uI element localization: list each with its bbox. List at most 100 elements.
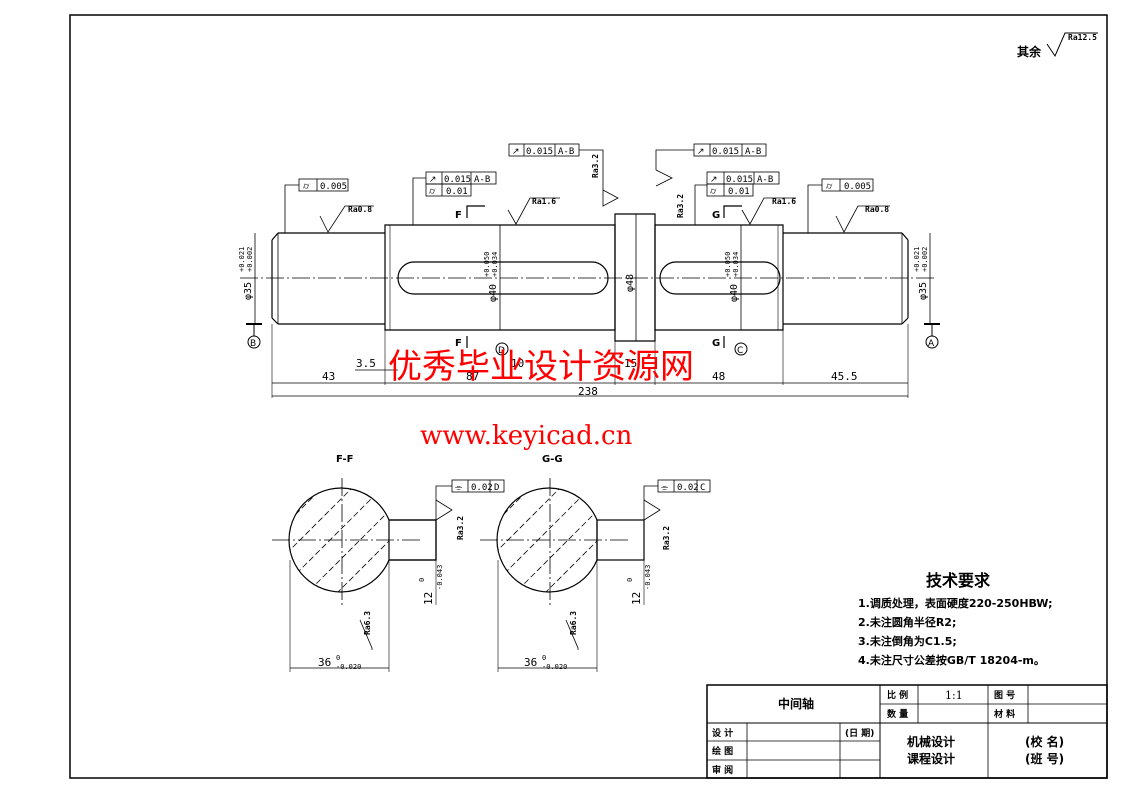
svg-text:↗: ↗ <box>512 147 520 157</box>
svg-text:Ra6.3: Ra6.3 <box>569 611 578 635</box>
svg-text:0.015: 0.015 <box>726 175 753 185</box>
svg-text:3.未注倒角为C1.5;: 3.未注倒角为C1.5; <box>858 634 957 648</box>
svg-text:审 阅: 审 阅 <box>712 764 733 776</box>
svg-text:1.调质处理，表面硬度220-250HBW;: 1.调质处理，表面硬度220-250HBW; <box>858 596 1053 610</box>
svg-text:Ra3.2: Ra3.2 <box>662 526 671 550</box>
svg-text:(日 期): (日 期) <box>845 727 874 739</box>
svg-text:Ra3.2: Ra3.2 <box>676 194 685 218</box>
svg-text:比 例: 比 例 <box>887 689 908 701</box>
watermark-url: www.keyicad.cn <box>420 421 633 451</box>
section-f-f: F-F ⌯ 0.02 D Ra3.2 Ra6.3 12 0 -0.043 36 … <box>272 454 505 672</box>
svg-text:其余: 其余 <box>1017 44 1042 59</box>
roughness-symbols: Ra0.8 Ra1.6 Ra3.2 Ra3.2 Ra1.6 Ra0.8 <box>319 154 890 233</box>
svg-text:+0.021: +0.021 <box>238 247 246 272</box>
svg-text:0.005: 0.005 <box>844 182 871 192</box>
drawing-frame <box>69 14 1108 779</box>
svg-text:0.015: 0.015 <box>712 147 739 157</box>
svg-text:F: F <box>455 210 462 221</box>
svg-text:15: 15 <box>624 357 637 370</box>
svg-text:0.02: 0.02 <box>471 483 493 493</box>
svg-text:36: 36 <box>318 656 331 669</box>
svg-text:φ35: φ35 <box>918 282 929 300</box>
svg-text:10: 10 <box>511 357 524 370</box>
svg-text:⌭: ⌭ <box>710 187 717 197</box>
svg-text:A-B: A-B <box>474 175 490 185</box>
svg-text:Ra0.8: Ra0.8 <box>865 205 889 214</box>
svg-text:中间轴: 中间轴 <box>778 696 814 711</box>
svg-text:⌭: ⌭ <box>826 182 833 192</box>
svg-text:+0.021: +0.021 <box>913 247 921 272</box>
keyway-right <box>659 261 781 295</box>
svg-text:0.005: 0.005 <box>320 182 347 192</box>
svg-text:φ48: φ48 <box>625 274 636 292</box>
watermark-title: 优秀毕业设计资源网 <box>388 347 694 387</box>
svg-text:G: G <box>712 210 720 221</box>
svg-text:F: F <box>455 338 462 349</box>
svg-text:⌯: ⌯ <box>455 483 463 493</box>
section-cut-markers: F F G G <box>455 205 742 349</box>
svg-text:D: D <box>494 483 499 493</box>
svg-text:0: 0 <box>626 578 634 582</box>
svg-text:图 号: 图 号 <box>994 690 1015 701</box>
svg-text:+0.002: +0.002 <box>246 247 254 272</box>
keyway-left <box>397 261 609 295</box>
svg-text:⌯: ⌯ <box>661 483 669 493</box>
svg-text:0.015: 0.015 <box>526 147 553 157</box>
tolerance-frames: ⌭ 0.005 ↗ 0.015 A-B ⌭ 0.01 ↗ 0.015 A-B ↗… <box>284 143 874 233</box>
svg-text:0.015: 0.015 <box>444 175 471 185</box>
svg-text:C: C <box>700 483 705 493</box>
svg-text:Ra0.8: Ra0.8 <box>348 205 372 214</box>
svg-text:0: 0 <box>418 578 426 582</box>
svg-text:G-G: G-G <box>542 454 563 465</box>
svg-text:技术要求: 技术要求 <box>926 571 991 590</box>
diameter-dimensions: φ35 +0.021 +0.002 φ40 +0.050 +0.034 φ48 … <box>238 214 931 341</box>
svg-text:(班 号): (班 号) <box>1025 751 1064 766</box>
svg-text:绘 图: 绘 图 <box>712 745 733 757</box>
svg-text:C: C <box>737 346 743 356</box>
svg-text:+0.034: +0.034 <box>732 252 740 277</box>
svg-text:0: 0 <box>336 654 340 662</box>
svg-text:-0.020: -0.020 <box>336 663 361 671</box>
svg-text:设 计: 设 计 <box>712 727 733 739</box>
svg-text:⌭: ⌭ <box>429 187 436 197</box>
svg-text:12: 12 <box>630 592 643 605</box>
svg-text:↗: ↗ <box>697 147 705 157</box>
svg-text:数 量: 数 量 <box>887 708 908 720</box>
svg-text:φ35: φ35 <box>243 282 254 300</box>
svg-text:机械设计: 机械设计 <box>907 734 955 749</box>
svg-text:Ra6.3: Ra6.3 <box>363 611 372 635</box>
svg-text:-0.043: -0.043 <box>436 565 444 590</box>
datum-symbols: B A D C <box>246 323 940 356</box>
title-block: 中间轴 比 例 1:1 图 号 数 量 材 料 设 计 (日 期) 绘 图 审 … <box>706 684 1108 779</box>
svg-text:A: A <box>928 339 935 349</box>
svg-text:1:1: 1:1 <box>945 689 963 702</box>
svg-text:φ40: φ40 <box>729 284 740 302</box>
svg-text:0: 0 <box>542 654 546 662</box>
svg-text:0.01: 0.01 <box>446 187 468 197</box>
svg-text:238: 238 <box>578 385 598 398</box>
svg-text:B: B <box>250 339 256 349</box>
svg-text:G: G <box>712 338 720 349</box>
svg-text:材 料: 材 料 <box>993 708 1015 720</box>
length-dimensions: 43 3.5 87 10 15 48 45.5 238 <box>271 324 909 398</box>
svg-text:A-B: A-B <box>745 147 761 157</box>
svg-text:⌭: ⌭ <box>303 182 310 192</box>
svg-text:0.02: 0.02 <box>677 483 699 493</box>
svg-text:Ra3.2: Ra3.2 <box>456 516 465 540</box>
svg-text:36: 36 <box>524 656 537 669</box>
default-roughness: 其余 Ra12.5 <box>1017 32 1098 59</box>
svg-text:45.5: 45.5 <box>831 370 858 383</box>
svg-text:Ra12.5: Ra12.5 <box>1068 33 1097 42</box>
svg-text:Ra1.6: Ra1.6 <box>532 197 556 206</box>
svg-text:↗: ↗ <box>710 175 718 185</box>
svg-text:43: 43 <box>322 370 335 383</box>
svg-text:48: 48 <box>712 370 725 383</box>
svg-text:(校 名): (校 名) <box>1025 734 1064 749</box>
svg-text:12: 12 <box>422 592 435 605</box>
svg-text:4.未注尺寸公差按GB/T 18204-m。: 4.未注尺寸公差按GB/T 18204-m。 <box>858 653 1045 667</box>
svg-text:+0.050: +0.050 <box>724 252 732 277</box>
section-g-g: G-G ⌯ 0.02 C Ra3.2 Ra6.3 12 0 -0.043 36 … <box>480 454 711 672</box>
svg-text:Ra3.2: Ra3.2 <box>591 154 600 178</box>
svg-text:-0.020: -0.020 <box>542 663 567 671</box>
